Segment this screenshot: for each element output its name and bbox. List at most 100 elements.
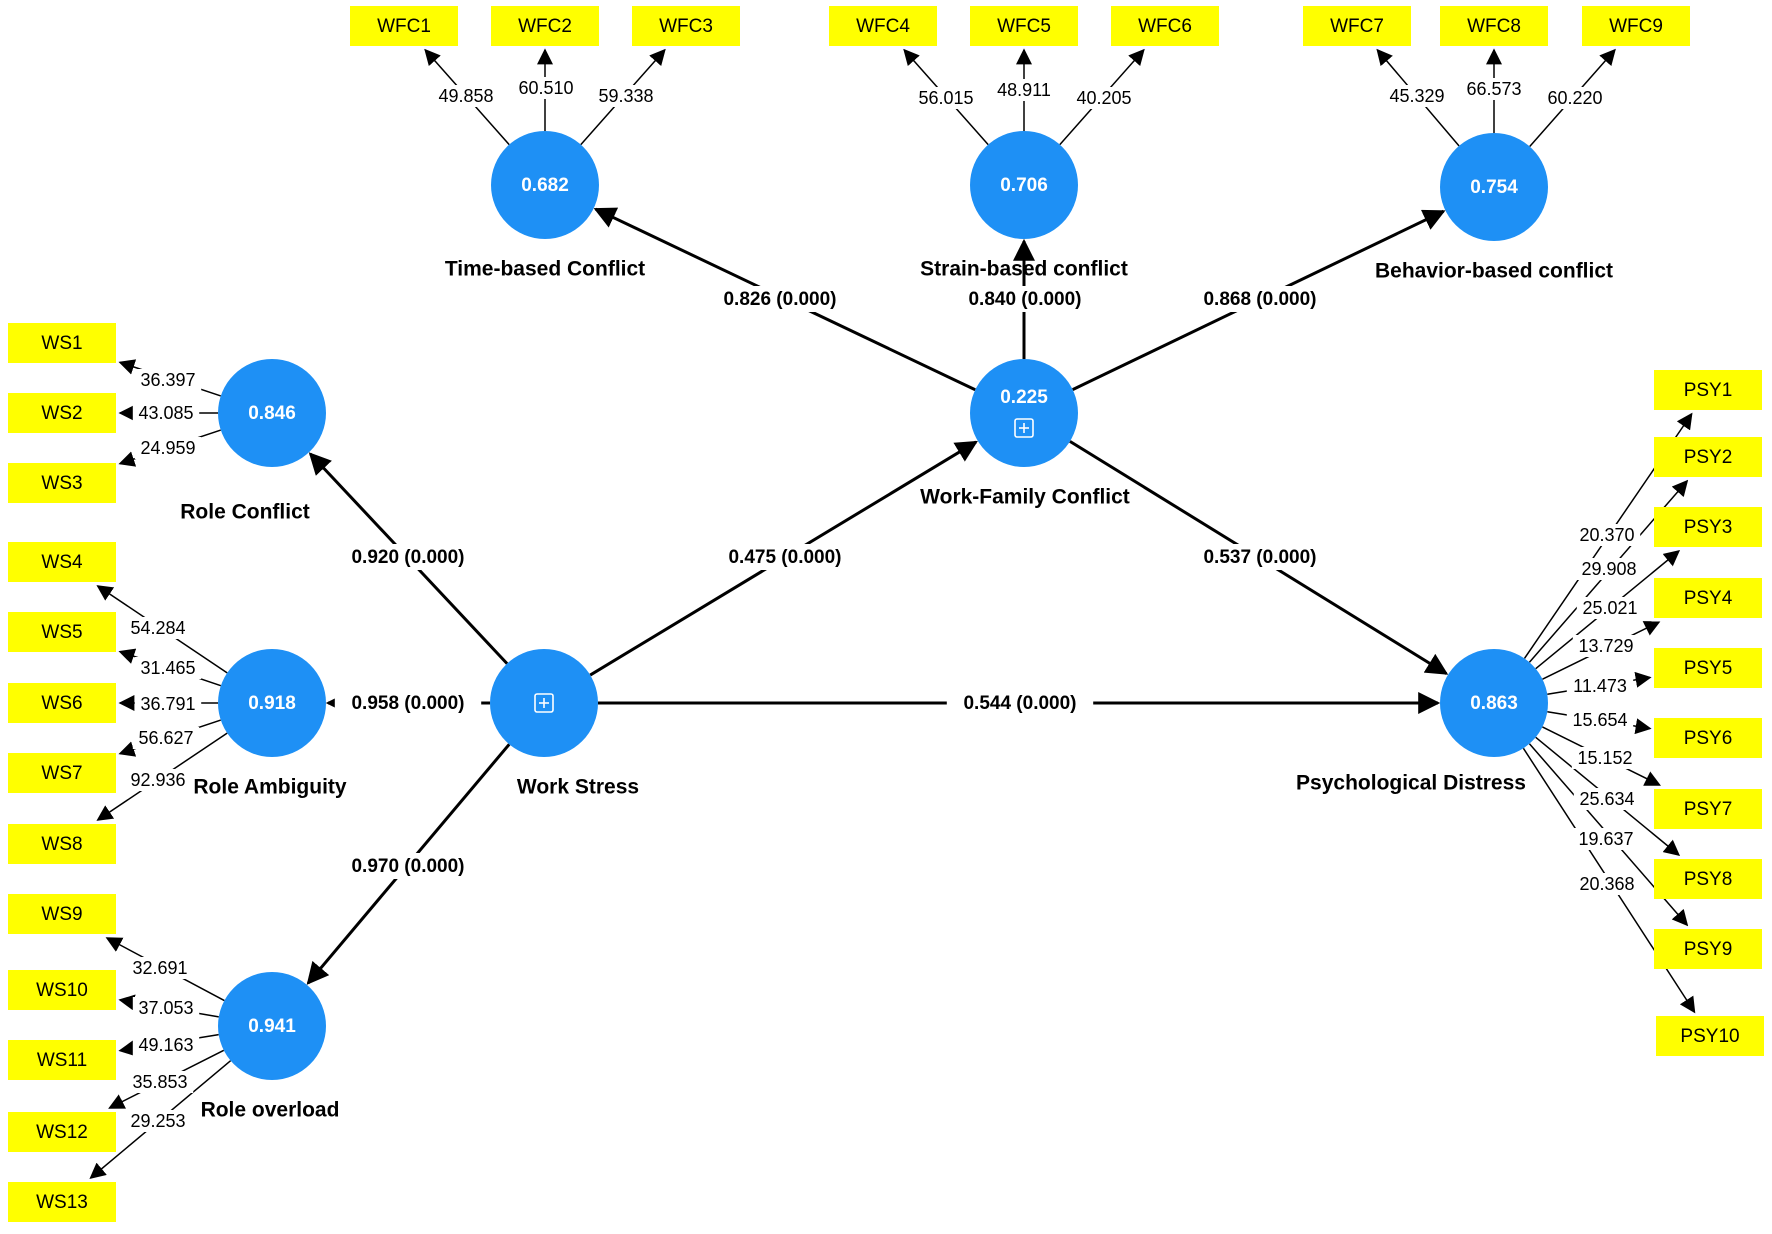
indicator-box[interactable] bbox=[1654, 437, 1762, 477]
loading-value-ws9: 32.691 bbox=[132, 958, 187, 978]
indicator-psy5[interactable]: PSY5 bbox=[1654, 648, 1762, 688]
indicator-box[interactable] bbox=[1440, 6, 1548, 46]
indicator-box[interactable] bbox=[8, 1112, 116, 1152]
indicator-psy3[interactable]: PSY3 bbox=[1654, 507, 1762, 547]
indicator-box[interactable] bbox=[829, 6, 937, 46]
indicator-box[interactable] bbox=[8, 542, 116, 582]
indicator-ws8[interactable]: WS8 bbox=[8, 824, 116, 864]
loading-label-bg bbox=[1383, 85, 1451, 107]
indicator-box[interactable] bbox=[8, 393, 116, 433]
indicator-wfc4[interactable]: WFC4 bbox=[829, 6, 937, 46]
construct-circle[interactable] bbox=[1440, 649, 1548, 757]
path-label-bg bbox=[946, 690, 1094, 716]
indicator-psy8[interactable]: PSY8 bbox=[1654, 859, 1762, 899]
indicator-box[interactable] bbox=[8, 463, 116, 503]
indicator-box[interactable] bbox=[632, 6, 740, 46]
indicator-wfc2[interactable]: WFC2 bbox=[491, 6, 599, 46]
construct-circle[interactable] bbox=[218, 359, 326, 467]
indicator-label: PSY3 bbox=[1684, 517, 1733, 538]
indicator-box[interactable] bbox=[1654, 929, 1762, 969]
indicator-ws3[interactable]: WS3 bbox=[8, 463, 116, 503]
loading-label-bg bbox=[124, 769, 192, 791]
path-label-bg bbox=[334, 544, 482, 570]
indicator-box[interactable] bbox=[8, 753, 116, 793]
construct-circle[interactable] bbox=[218, 649, 326, 757]
indicator-box[interactable] bbox=[1303, 6, 1411, 46]
loading-label-bg bbox=[990, 79, 1058, 101]
indicator-box[interactable] bbox=[8, 824, 116, 864]
construct-ra[interactable]: 0.918 bbox=[218, 649, 326, 757]
construct-circle[interactable] bbox=[1440, 133, 1548, 241]
indicator-psy6[interactable]: PSY6 bbox=[1654, 718, 1762, 758]
indicator-wfc9[interactable]: WFC9 bbox=[1582, 6, 1690, 46]
indicator-box[interactable] bbox=[350, 6, 458, 46]
r-squared-value: 0.863 bbox=[1470, 693, 1518, 714]
construct-behavior[interactable]: 0.754 bbox=[1440, 133, 1548, 241]
indicator-box[interactable] bbox=[1654, 718, 1762, 758]
indicator-ws7[interactable]: WS7 bbox=[8, 753, 116, 793]
indicator-box[interactable] bbox=[1654, 859, 1762, 899]
indicator-ws6[interactable]: WS6 bbox=[8, 683, 116, 723]
indicator-ws13[interactable]: WS13 bbox=[8, 1182, 116, 1222]
indicator-box[interactable] bbox=[8, 970, 116, 1010]
indicator-wfc1[interactable]: WFC1 bbox=[350, 6, 458, 46]
indicator-wfc5[interactable]: WFC5 bbox=[970, 6, 1078, 46]
construct-pd[interactable]: 0.863 bbox=[1440, 649, 1548, 757]
loading-value-wfc7: 45.329 bbox=[1389, 86, 1444, 106]
indicator-ws5[interactable]: WS5 bbox=[8, 612, 116, 652]
indicator-wfc6[interactable]: WFC6 bbox=[1111, 6, 1219, 46]
indicator-ws2[interactable]: WS2 bbox=[8, 393, 116, 433]
construct-circle[interactable] bbox=[491, 131, 599, 239]
construct-rc[interactable]: 0.846 bbox=[218, 359, 326, 467]
loading-label-bg bbox=[134, 657, 202, 679]
indicator-box[interactable] bbox=[1654, 370, 1762, 410]
indicator-wfc7[interactable]: WFC7 bbox=[1303, 6, 1411, 46]
plus-square-icon[interactable] bbox=[534, 693, 554, 713]
path-coefficient-wfc-strain: 0.840 (0.000) bbox=[968, 289, 1081, 310]
construct-wfc[interactable]: 0.225 bbox=[970, 359, 1078, 467]
construct-circle[interactable] bbox=[218, 972, 326, 1080]
indicator-box[interactable] bbox=[8, 1182, 116, 1222]
indicator-box[interactable] bbox=[8, 323, 116, 363]
indicator-box[interactable] bbox=[1654, 648, 1762, 688]
indicator-psy1[interactable]: PSY1 bbox=[1654, 370, 1762, 410]
indicator-box[interactable] bbox=[8, 612, 116, 652]
indicator-ws11[interactable]: WS11 bbox=[8, 1040, 116, 1080]
indicator-box[interactable] bbox=[1654, 578, 1762, 618]
construct-time[interactable]: 0.682 bbox=[491, 131, 599, 239]
loading-value-ws3: 24.959 bbox=[140, 438, 195, 458]
indicator-psy2[interactable]: PSY2 bbox=[1654, 437, 1762, 477]
indicator-box[interactable] bbox=[970, 6, 1078, 46]
construct-name-ro: Role overload bbox=[201, 1099, 340, 1122]
indicator-box[interactable] bbox=[1111, 6, 1219, 46]
loading-label-bg bbox=[124, 617, 192, 639]
indicator-ws9[interactable]: WS9 bbox=[8, 894, 116, 934]
indicator-box[interactable] bbox=[1654, 507, 1762, 547]
indicator-box[interactable] bbox=[8, 1040, 116, 1080]
indicator-psy4[interactable]: PSY4 bbox=[1654, 578, 1762, 618]
indicator-ws4[interactable]: WS4 bbox=[8, 542, 116, 582]
indicator-ws10[interactable]: WS10 bbox=[8, 970, 116, 1010]
indicator-label: WFC5 bbox=[997, 16, 1051, 37]
indicator-ws1[interactable]: WS1 bbox=[8, 323, 116, 363]
construct-circle[interactable] bbox=[970, 359, 1078, 467]
plus-square-icon[interactable] bbox=[1014, 418, 1034, 438]
indicator-box[interactable] bbox=[1654, 789, 1762, 829]
indicator-psy9[interactable]: PSY9 bbox=[1654, 929, 1762, 969]
construct-ro[interactable]: 0.941 bbox=[218, 972, 326, 1080]
indicator-label: WS1 bbox=[41, 333, 82, 354]
indicator-box[interactable] bbox=[1582, 6, 1690, 46]
indicator-box[interactable] bbox=[8, 683, 116, 723]
indicator-box[interactable] bbox=[491, 6, 599, 46]
indicator-box[interactable] bbox=[1656, 1016, 1764, 1056]
indicator-box[interactable] bbox=[8, 894, 116, 934]
indicator-psy7[interactable]: PSY7 bbox=[1654, 789, 1762, 829]
construct-circle[interactable] bbox=[970, 131, 1078, 239]
indicator-wfc8[interactable]: WFC8 bbox=[1440, 6, 1548, 46]
construct-strain[interactable]: 0.706 bbox=[970, 131, 1078, 239]
indicator-wfc3[interactable]: WFC3 bbox=[632, 6, 740, 46]
indicator-ws12[interactable]: WS12 bbox=[8, 1112, 116, 1152]
construct-ws[interactable] bbox=[490, 649, 598, 757]
loading-value-psy2: 29.908 bbox=[1581, 559, 1636, 579]
indicator-psy10[interactable]: PSY10 bbox=[1656, 1016, 1764, 1056]
